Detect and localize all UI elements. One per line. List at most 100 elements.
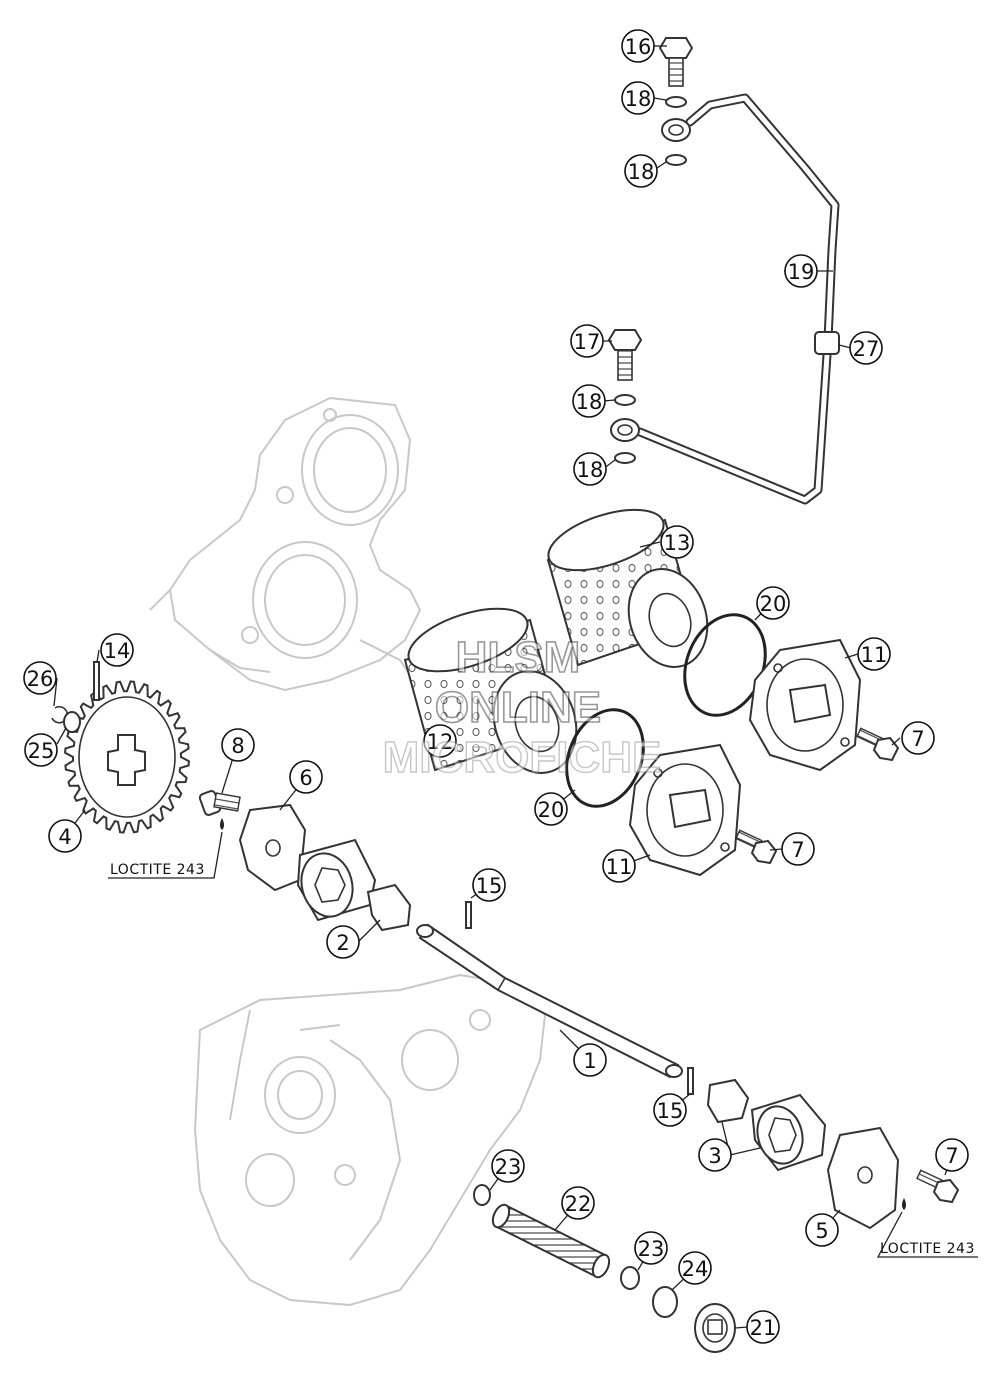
callout-circle [423, 724, 457, 758]
callout-number: 18 [576, 390, 603, 414]
callout-circle [849, 331, 883, 365]
callout-circle [746, 1310, 780, 1344]
callout-number: 2 [336, 931, 349, 955]
callout-25: 25 [24, 733, 58, 767]
pin-15-b [687, 1067, 694, 1095]
callout-circle [491, 1149, 525, 1183]
loctite-drop-lower [902, 1198, 906, 1210]
callout-circle [561, 1186, 595, 1220]
callout-number: 27 [853, 337, 880, 361]
callout-16: 16 [621, 29, 655, 63]
banjo-fitting-upper [661, 118, 691, 142]
callout-circle [857, 637, 891, 671]
watermark-line-1: HLSM [456, 633, 581, 682]
callout-circle [621, 29, 655, 63]
callout-circle [805, 1213, 839, 1247]
loctite-label-upper: LOCTITE 243 [110, 862, 205, 878]
callout-4: 4 [48, 819, 82, 853]
callout-2: 2 [326, 925, 360, 959]
screw-8 [198, 790, 241, 816]
callout-number: 8 [231, 734, 244, 758]
callout-5: 5 [805, 1213, 839, 1247]
banjo-bolt-16 [658, 37, 694, 87]
callout-circle [573, 1043, 607, 1077]
loctite-label-lower: LOCTITE 243 [880, 1241, 975, 1257]
callout-circle [698, 1138, 732, 1172]
callout-number: 11 [606, 855, 633, 879]
callout-number: 4 [58, 825, 71, 849]
callout-19: 19 [784, 254, 818, 288]
pin-14 [93, 661, 100, 701]
o-ring-23-a [473, 1184, 491, 1206]
callout-number: 11 [861, 643, 888, 667]
callout-number: 16 [625, 35, 652, 59]
pump-shaft-1 [416, 923, 683, 1079]
callout-number: 6 [299, 766, 312, 790]
pump-cover-6 [238, 803, 307, 892]
callout-7: 7 [935, 1138, 969, 1172]
callout-3: 3 [698, 1138, 732, 1172]
callout-23: 23 [491, 1149, 525, 1183]
callout-circle [624, 154, 658, 188]
callout-circle [24, 733, 58, 767]
o-ring-20-lower [565, 708, 645, 808]
callout-number: 26 [27, 667, 54, 691]
callout-number: 7 [791, 838, 804, 862]
pump-rotor-outer-2 [296, 838, 377, 922]
washer-25 [63, 711, 81, 733]
callout-circle [289, 760, 323, 794]
callout-17: 17 [570, 324, 604, 358]
callout-circle [326, 925, 360, 959]
callout-circle [534, 792, 568, 826]
callout-number: 20 [538, 798, 565, 822]
callout-number: 18 [625, 87, 652, 111]
callout-circle [756, 586, 790, 620]
callout-circle [634, 1231, 668, 1265]
callout-circle [784, 254, 818, 288]
callout-circle [660, 525, 694, 559]
bolt-7-b [735, 829, 778, 865]
callout-circle [570, 324, 604, 358]
bolt-7-c [916, 1169, 960, 1204]
pump-rotor-inner-2 [366, 883, 412, 932]
callout-number: 20 [760, 592, 787, 616]
callout-circle [602, 849, 636, 883]
o-ring-24 [652, 1286, 678, 1318]
callout-number: 7 [911, 727, 924, 751]
callout-18: 18 [573, 452, 607, 486]
engine-case-ghost-lower [193, 973, 547, 1307]
callout-number: 12 [427, 730, 454, 754]
callout-number: 15 [476, 874, 503, 898]
callout-number: 18 [628, 160, 655, 184]
callout-circle [621, 81, 655, 115]
callout-24: 24 [678, 1251, 712, 1285]
callout-21: 21 [746, 1310, 780, 1344]
banjo-bolt-17 [607, 329, 643, 381]
callout-number: 23 [638, 1237, 665, 1261]
callout-13: 13 [660, 525, 694, 559]
oil-screen-22 [491, 1203, 611, 1279]
pump-cover-5 [826, 1126, 900, 1230]
callout-18: 18 [621, 81, 655, 115]
callout-20: 20 [534, 792, 568, 826]
callout-15: 15 [653, 1093, 687, 1127]
callout-22: 22 [561, 1186, 595, 1220]
washer-18-d [614, 452, 636, 464]
callout-circle [781, 832, 815, 866]
callout-number: 3 [708, 1144, 721, 1168]
oil-filter-12 [403, 607, 578, 774]
callout-number: 13 [664, 531, 691, 555]
callout-circle [678, 1251, 712, 1285]
callout-23: 23 [634, 1231, 668, 1265]
o-ring-23-b [620, 1266, 640, 1290]
pin-15-a [465, 901, 472, 929]
callout-number: 7 [945, 1144, 958, 1168]
pipe-clamp [814, 331, 840, 355]
oil-filter-13 [546, 508, 709, 668]
callout-circle [901, 721, 935, 755]
callout-circle [100, 633, 134, 667]
callout-circle [653, 1093, 687, 1127]
